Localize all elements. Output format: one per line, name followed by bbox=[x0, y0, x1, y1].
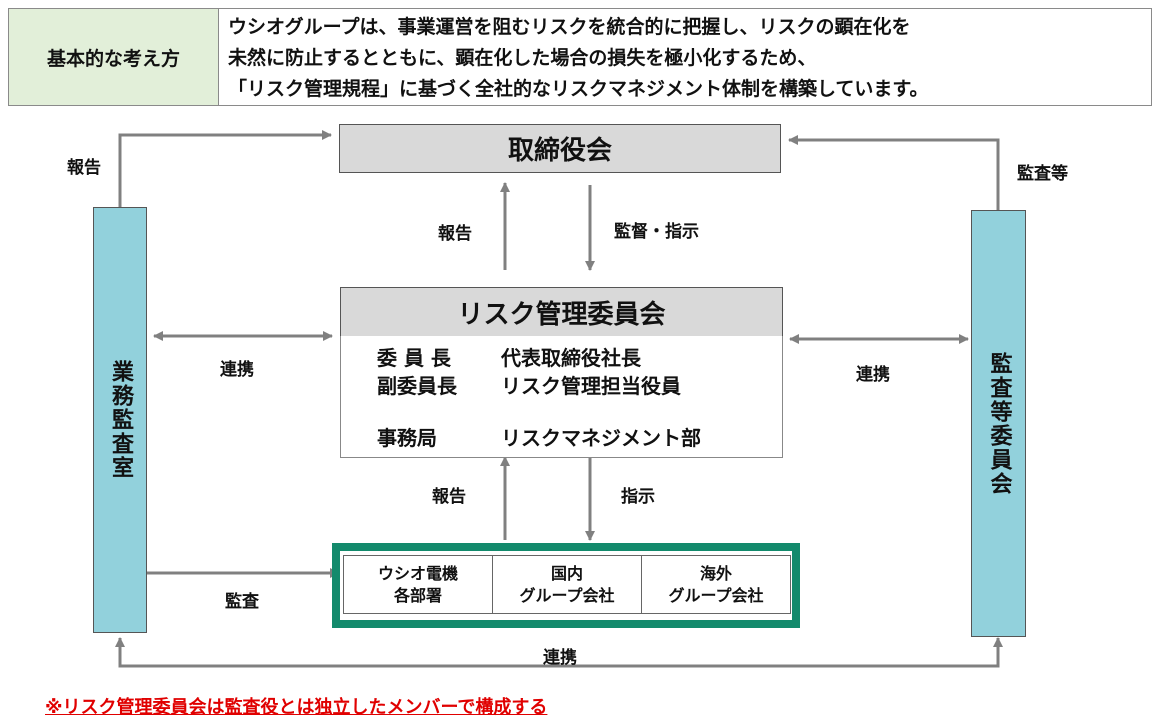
label-audit: 監査 bbox=[225, 592, 259, 612]
label-report-top-left: 報告 bbox=[67, 158, 101, 178]
header-line: 未然に防止するとともに、顕在化した場合の損失を極小化するため、 bbox=[228, 47, 817, 69]
dept-line: 国内 bbox=[550, 563, 583, 583]
role-chair: 委 員 長 bbox=[377, 346, 451, 370]
role-vice-chair: 副委員長 bbox=[377, 374, 457, 398]
risk-committee-members: 委 員 長 代表取締役社長 副委員長 リスク管理担当役員 事務局 リスクマネジメ… bbox=[340, 336, 783, 458]
dept-line: 各部署 bbox=[393, 585, 442, 605]
header-line: ウシオグループは、事業運営を阻むリスクを統合的に把握し、リスクの顕在化を bbox=[228, 16, 911, 38]
member-vice-chair: リスク管理担当役員 bbox=[501, 374, 681, 398]
dept-line: 海外 bbox=[699, 563, 732, 583]
label-supervise: 監督・指示 bbox=[614, 222, 699, 242]
dept-overseas-group: 海外 グループ会社 bbox=[642, 556, 790, 613]
risk-committee-title: リスク管理委員会 bbox=[340, 287, 783, 337]
header-text: ウシオグループは、事業運営を阻むリスクを統合的に把握し、リスクの顕在化を 未然に… bbox=[218, 8, 1152, 106]
role-secretariat: 事務局 bbox=[377, 426, 437, 450]
header-line: 「リスク管理規程」に基づく全社的なリスクマネジメント体制を構築しています。 bbox=[228, 78, 929, 100]
audit-committee-label: 監査等委員会 bbox=[986, 351, 1012, 496]
audit-committee-box: 監査等委員会 bbox=[971, 210, 1026, 637]
label-instruct: 指示 bbox=[621, 487, 655, 507]
dept-line: グループ会社 bbox=[519, 585, 615, 605]
departments-frame: ウシオ電機 各部署 国内 グループ会社 海外 グループ会社 bbox=[332, 543, 800, 628]
dept-line: グループ会社 bbox=[668, 585, 764, 605]
board-of-directors-box: 取締役会 bbox=[339, 124, 781, 173]
arrow-audit-committee-to-board bbox=[788, 135, 1000, 210]
footnote: ※リスク管理委員会は監査役とは独立したメンバーで構成する bbox=[45, 697, 548, 718]
dept-line: ウシオ電機 bbox=[377, 563, 458, 583]
label-coop-right: 連携 bbox=[856, 365, 890, 385]
internal-audit-box: 業務監査室 bbox=[93, 207, 147, 633]
member-secretariat: リスクマネジメント部 bbox=[501, 426, 701, 450]
internal-audit-label: 業務監査室 bbox=[108, 360, 133, 480]
dept-ushio-departments: ウシオ電機 各部署 bbox=[344, 556, 493, 613]
member-chair: 代表取締役社長 bbox=[501, 346, 641, 370]
label-report-to-rmc: 報告 bbox=[432, 487, 466, 507]
label-audit-etc: 監査等 bbox=[1017, 164, 1068, 184]
label-report-to-board: 報告 bbox=[438, 224, 472, 244]
dept-domestic-group: 国内 グループ会社 bbox=[493, 556, 642, 613]
label-coop-left: 連携 bbox=[220, 360, 254, 380]
header-label: 基本的な考え方 bbox=[8, 8, 219, 106]
arrow-audit-room-to-board bbox=[118, 130, 332, 207]
arrow-coop-bottom bbox=[115, 637, 1003, 668]
label-coop-bottom: 連携 bbox=[543, 648, 577, 668]
